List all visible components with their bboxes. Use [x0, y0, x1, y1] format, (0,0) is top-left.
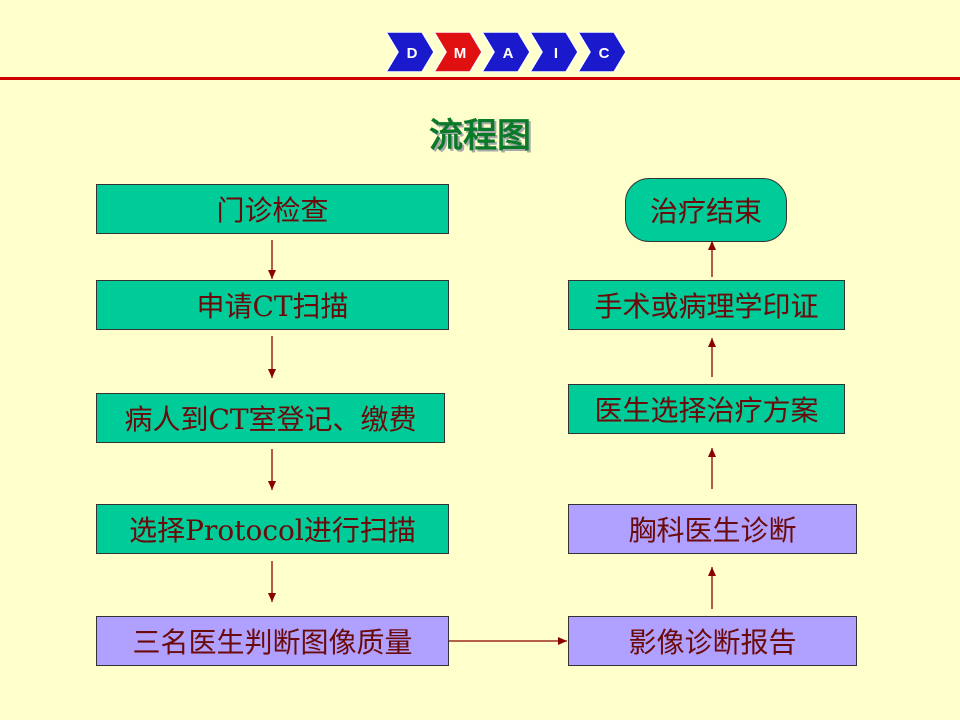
step-treatment-end: 治疗结束: [625, 178, 787, 242]
phase-chevron-d: [386, 32, 435, 72]
phase-chevron-c: [577, 32, 627, 72]
phase-chevron-a: [481, 32, 531, 72]
phase-label-a: A: [503, 45, 514, 62]
header-divider: [0, 77, 960, 80]
phase-label-m: M: [454, 45, 467, 62]
step-treatment-plan: 医生选择治疗方案: [568, 384, 845, 434]
phase-chevron-m: [433, 32, 483, 72]
step-register-and-pay: 病人到CT室登记、缴费: [96, 393, 445, 443]
phase-label-d: D: [407, 45, 418, 62]
phase-label-c: C: [599, 45, 610, 62]
phase-label-i: I: [554, 45, 558, 62]
step-request-ct-scan: 申请CT扫描: [96, 280, 449, 330]
phase-chevron-i: [529, 32, 579, 72]
step-select-protocol-scan: 选择Protocol进行扫描: [96, 504, 449, 554]
step-imaging-report: 影像诊断报告: [568, 616, 857, 666]
step-outpatient-exam: 门诊检查: [96, 184, 449, 234]
page-title: 流程图: [429, 116, 531, 156]
step-surgery-pathology: 手术或病理学印证: [568, 280, 845, 330]
step-thoracic-diagnosis: 胸科医生诊断: [568, 504, 857, 554]
step-image-quality-review: 三名医生判断图像质量: [96, 616, 449, 666]
